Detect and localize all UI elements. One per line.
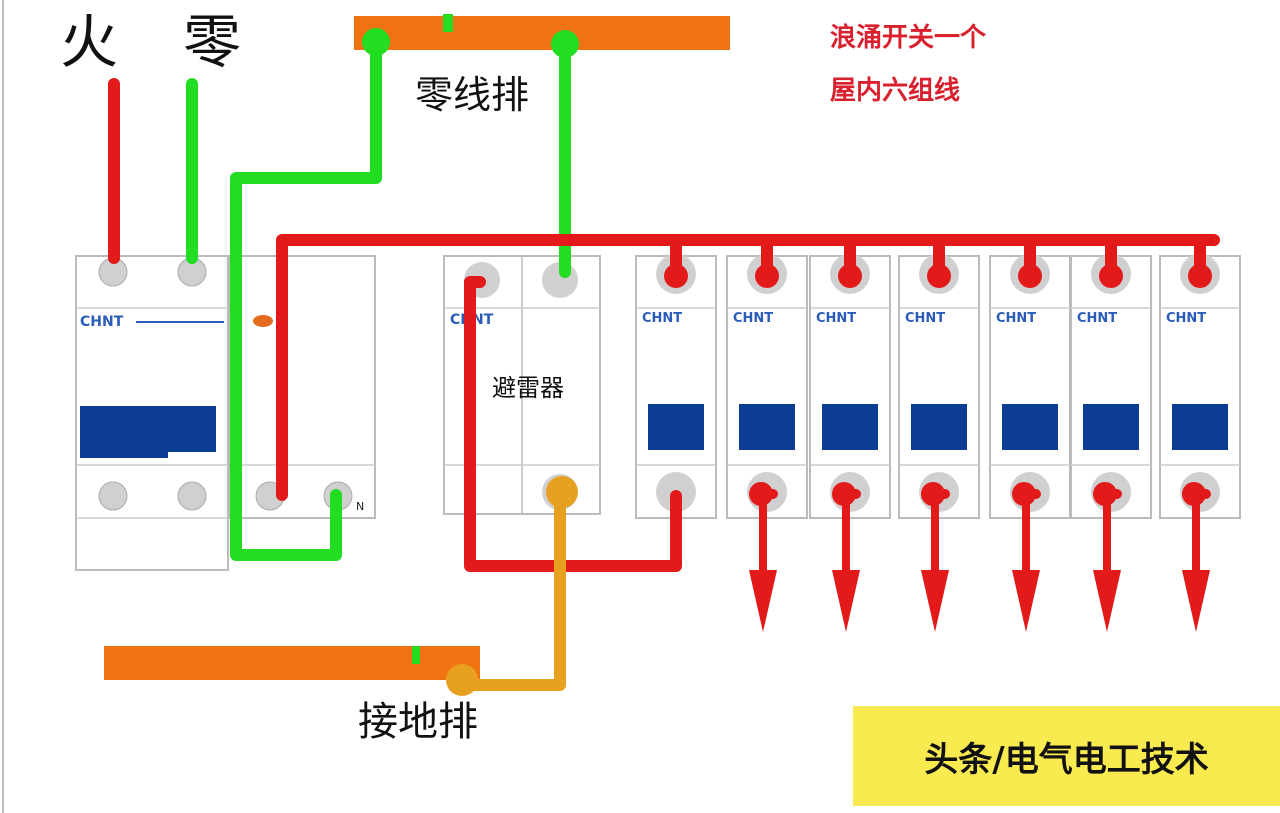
main-breaker-brand: CHNT: [80, 314, 124, 330]
leakage-module: N: [229, 255, 376, 519]
branch-breaker: CHNT: [1159, 254, 1241, 519]
branch-breaker: CHNT: [809, 254, 891, 519]
terminal-screw-icon: [1188, 264, 1212, 288]
neutral-busbar-tab: [443, 14, 453, 32]
arrester-ground-wire: [456, 486, 566, 691]
main-breaker-handle-left: [80, 406, 168, 458]
arrow-down-icon: [749, 570, 777, 632]
neutral-bar-terminals: [362, 28, 579, 58]
breaker-brand: CHNT: [1166, 311, 1206, 326]
live-wires: [108, 78, 1220, 572]
outgoing-circuits: [749, 482, 1211, 632]
breaker-handle: [1002, 404, 1058, 450]
branch-breakers: CHNT CHNT CHNT CHNT CHNT CHNT CHNT: [635, 254, 1241, 519]
ground-busbar: [104, 646, 480, 680]
terminal-screw-icon: [1099, 264, 1123, 288]
branch-breaker: CHNT: [989, 254, 1071, 519]
breaker-handle: [1083, 404, 1139, 450]
main-breaker-handle-right: [168, 406, 216, 452]
terminal-screw-icon: [546, 476, 578, 508]
breaker-brand: CHNT: [1077, 311, 1117, 326]
terminal-screw-icon: [755, 264, 779, 288]
terminal-screw-icon: [838, 264, 862, 288]
terminal-screw-icon: [98, 481, 128, 511]
branch-breaker: CHNT: [1070, 254, 1152, 519]
breaker-brand: CHNT: [905, 311, 945, 326]
terminal-screw-icon: [446, 664, 478, 696]
breaker-handle: [822, 404, 878, 450]
breaker-handle: [648, 404, 704, 450]
test-button-icon: [253, 315, 273, 327]
arrow-down-icon: [832, 570, 860, 632]
arrester-feed-wire: [464, 276, 682, 572]
arrow-down-icon: [1012, 570, 1040, 632]
live-bus-wire: [276, 234, 1220, 501]
branch-breaker: CHNT: [726, 254, 808, 519]
terminal-screw-icon: [551, 30, 579, 58]
note-six-circuits: 屋内六组线: [830, 75, 960, 106]
live-branch-drops: [664, 234, 1212, 288]
watermark: 头条/电气电工技术: [853, 706, 1280, 806]
breaker-brand: CHNT: [642, 311, 682, 326]
breaker-handle: [739, 404, 795, 450]
neutral-label: 零: [183, 8, 241, 76]
neutral-busbar: [354, 16, 730, 50]
ground-wire: [456, 486, 566, 691]
ground-busbar-tab: [412, 646, 420, 664]
terminal-screw-icon: [362, 28, 390, 56]
main-breaker: CHNT: [75, 255, 229, 571]
n-terminal-label: N: [356, 500, 364, 513]
neutral-leakage-wire: [230, 34, 382, 561]
terminal-screw-icon: [177, 481, 207, 511]
note-surge-switch: 浪涌开关一个: [830, 22, 987, 53]
breaker-brand: CHNT: [816, 311, 856, 326]
ground-busbar-label: 接地排: [358, 699, 478, 745]
arrow-down-icon: [921, 570, 949, 632]
breaker-handle: [911, 404, 967, 450]
live-label: 火: [60, 8, 118, 76]
arrow-down-icon: [1182, 570, 1210, 632]
branch-breaker: CHNT: [898, 254, 980, 519]
arrow-down-icon: [1093, 570, 1121, 632]
branch-breaker: CHNT: [635, 254, 717, 519]
arrester-label: 避雷器: [492, 374, 564, 402]
breaker-handle: [1172, 404, 1228, 450]
neutral-busbar-label: 零线排: [415, 73, 529, 117]
terminal-screw-icon: [664, 264, 688, 288]
breaker-brand: CHNT: [733, 311, 773, 326]
breaker-brand: CHNT: [996, 311, 1036, 326]
terminal-screw-icon: [1018, 264, 1042, 288]
terminal-screw-icon: [927, 264, 951, 288]
